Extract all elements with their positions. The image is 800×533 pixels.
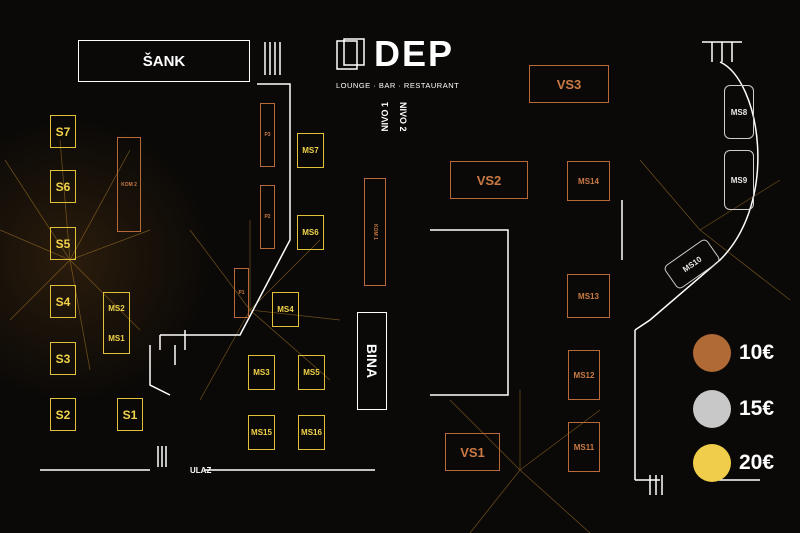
- table-P1-label: P1: [238, 290, 245, 296]
- table-MS6[interactable]: MS6: [297, 215, 324, 250]
- table-MS12-label: MS12: [573, 370, 595, 380]
- table-MS12[interactable]: MS12: [568, 350, 600, 400]
- entrance-label: ULAZ: [190, 466, 212, 475]
- table-P1[interactable]: P1: [234, 268, 249, 318]
- bar-counter: ŠANK: [78, 40, 250, 82]
- table-MS10-label: MS10: [680, 254, 704, 274]
- table-P3-label: P3: [264, 132, 271, 138]
- table-MS2-label: MS2: [108, 303, 125, 313]
- table-MS15[interactable]: MS15: [248, 415, 275, 450]
- level-label-2: NIVO 2: [398, 102, 408, 132]
- legend-swatch-15: [693, 390, 731, 428]
- table-S3-label: S3: [55, 351, 71, 366]
- table-VS3[interactable]: VS3: [529, 65, 609, 103]
- fireworks-decoration: [0, 139, 791, 533]
- table-S5[interactable]: S5: [50, 227, 76, 260]
- table-MS11[interactable]: MS11: [568, 422, 600, 472]
- table-KOM1-label: KOM 1: [372, 224, 378, 240]
- table-MS1-label: MS1: [108, 333, 125, 343]
- table-S4-label: S4: [55, 294, 71, 309]
- table-VS1[interactable]: VS1: [445, 433, 500, 471]
- table-VS2-label: VS2: [476, 172, 502, 188]
- table-MS3-label: MS3: [253, 368, 270, 377]
- bar-counter-label: ŠANK: [142, 52, 186, 70]
- table-MS13[interactable]: MS13: [567, 274, 610, 318]
- table-S6-label: S6: [55, 179, 71, 194]
- table-MS9-label: MS9: [730, 175, 748, 185]
- table-MS5[interactable]: MS5: [298, 355, 325, 390]
- table-MS14-label: MS14: [578, 176, 599, 186]
- table-S3[interactable]: S3: [50, 342, 76, 375]
- legend-item-15: 15€: [693, 390, 774, 428]
- table-VS3-label: VS3: [556, 76, 582, 92]
- table-MS4-label: MS4: [277, 305, 294, 314]
- logo: DEP LOUNGE · BAR · RESTAURANT: [336, 34, 466, 94]
- table-S5-label: S5: [55, 236, 71, 251]
- table-MS7[interactable]: MS7: [297, 133, 324, 168]
- table-P2-label: P2: [264, 214, 271, 220]
- table-MS13-label: MS13: [578, 291, 599, 301]
- table-MS1-MS2[interactable]: MS2 MS1: [103, 292, 130, 354]
- legend-item-10: 10€: [693, 334, 774, 372]
- level-label-1: NIVO 1: [380, 102, 390, 132]
- legend-label-15: 15€: [739, 397, 775, 420]
- table-MS4[interactable]: MS4: [272, 292, 299, 327]
- table-MS3[interactable]: MS3: [248, 355, 275, 390]
- table-MS8[interactable]: MS8: [724, 85, 754, 139]
- table-S4[interactable]: S4: [50, 285, 76, 318]
- table-S1-label: S1: [122, 407, 138, 422]
- table-S2-label: S2: [55, 407, 71, 422]
- table-MS11-label: MS11: [573, 442, 595, 452]
- table-P2[interactable]: P2: [260, 185, 275, 249]
- table-S2[interactable]: S2: [50, 398, 76, 431]
- logo-mark-icon: [336, 38, 365, 70]
- table-MS6-label: MS6: [302, 228, 319, 237]
- table-MS15-label: MS15: [251, 428, 272, 437]
- table-KOM2-label: KOM 2: [121, 181, 137, 188]
- table-VS2[interactable]: VS2: [450, 161, 528, 199]
- table-MS5-label: MS5: [303, 368, 320, 377]
- table-MS8-label: MS8: [730, 107, 748, 117]
- table-P3[interactable]: P3: [260, 103, 275, 167]
- legend-label-10: 10€: [739, 341, 775, 364]
- legend-swatch-10: [693, 334, 731, 372]
- table-MS16[interactable]: MS16: [298, 415, 325, 450]
- table-MS14[interactable]: MS14: [567, 161, 610, 201]
- table-S7[interactable]: S7: [50, 115, 76, 148]
- table-S6[interactable]: S6: [50, 170, 76, 203]
- table-KOM2[interactable]: KOM 2: [117, 137, 141, 232]
- stage-area: BINA: [357, 312, 387, 410]
- table-MS16-label: MS16: [301, 428, 322, 437]
- logo-brand: DEP: [374, 33, 455, 74]
- table-MS7-label: MS7: [302, 146, 319, 155]
- table-S1[interactable]: S1: [117, 398, 143, 431]
- table-MS9[interactable]: MS9: [724, 150, 754, 210]
- table-KOM1[interactable]: KOM 1: [364, 178, 386, 286]
- table-VS1-label: VS1: [460, 444, 485, 460]
- stage-label: BINA: [364, 343, 381, 379]
- logo-subtitle: LOUNGE · BAR · RESTAURANT: [336, 81, 460, 90]
- legend-item-20: 20€: [693, 444, 774, 482]
- legend-swatch-20: [693, 444, 731, 482]
- table-S7-label: S7: [55, 124, 71, 139]
- legend-label-20: 20€: [739, 451, 775, 474]
